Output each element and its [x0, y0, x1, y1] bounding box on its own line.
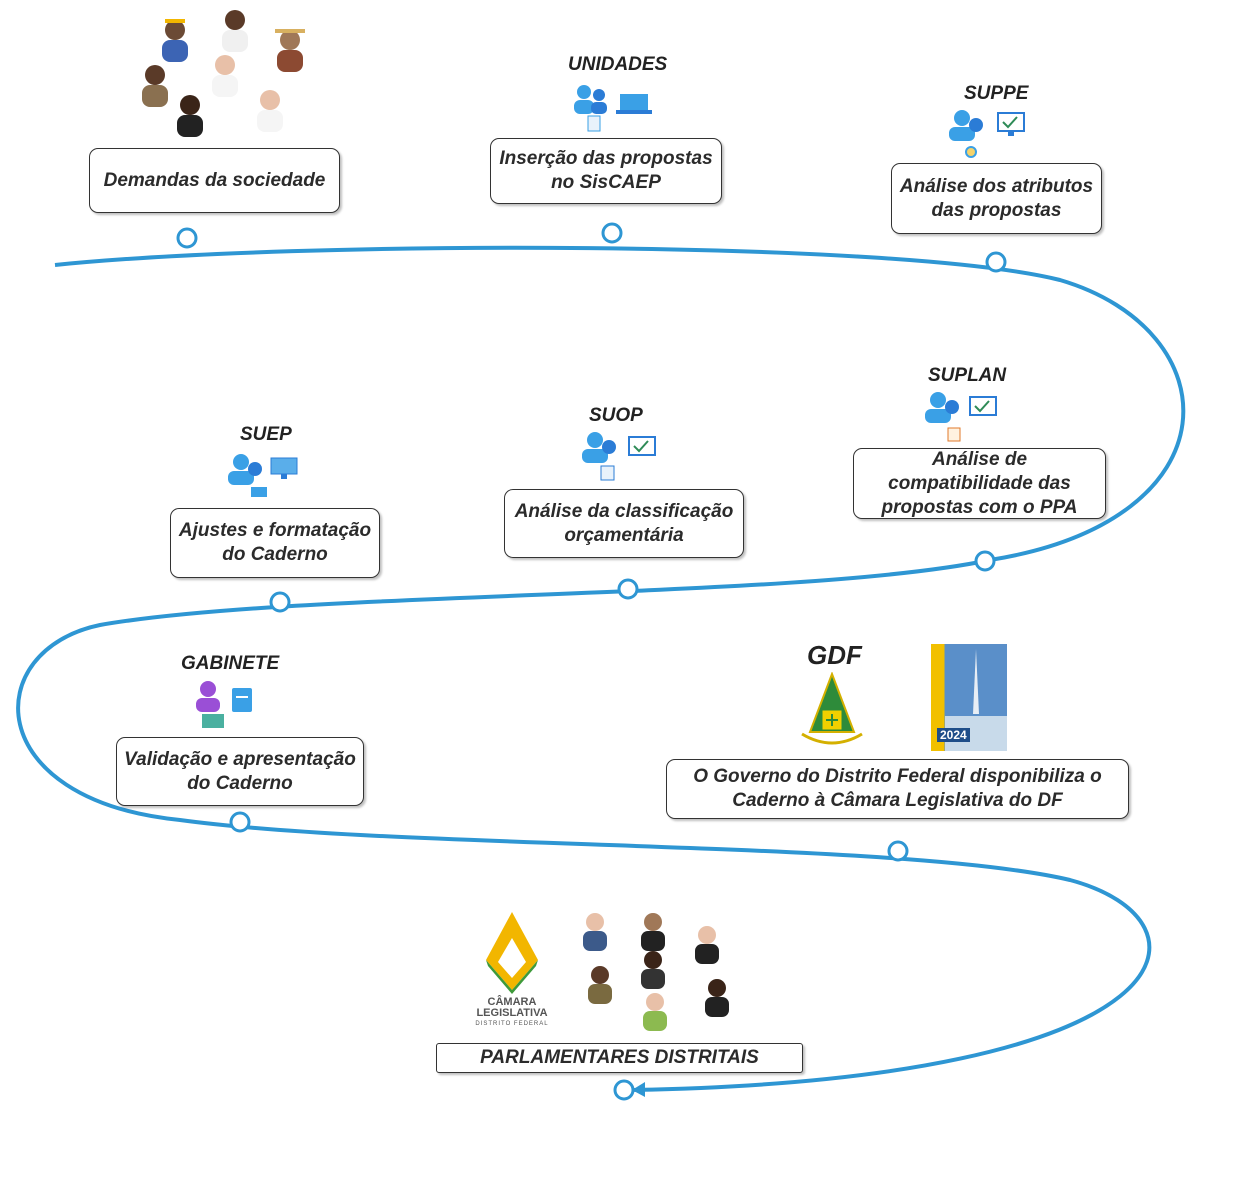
df-flag-emblem-icon: [801, 672, 863, 745]
step-suep: Ajustes e formatação do Caderno: [170, 508, 380, 578]
user-document-icon: [196, 681, 252, 728]
user-gear-computer-icon: [228, 454, 298, 497]
society-people-icon: [142, 10, 305, 137]
user-gear-monitor-icon-suplan: [925, 392, 997, 442]
unit-gabinete-label: GABINETE: [181, 653, 280, 674]
unit-suop-label: SUOP: [589, 405, 643, 426]
node-unidades: [601, 222, 623, 244]
node-gabinete: [229, 811, 251, 833]
camara-legislativa-logo: [486, 912, 538, 994]
node-suplan: [974, 550, 996, 572]
caderno-cover-icon: 2024: [931, 644, 1007, 751]
step-suppe: Análise dos atributos das propostas: [891, 163, 1102, 234]
step-parlamentares: PARLAMENTARES DISTRITAIS: [436, 1043, 803, 1073]
node-suppe: [985, 251, 1007, 273]
unit-suplan-label: SUPLAN: [928, 365, 1007, 386]
parlamentares-people-icon: [583, 913, 729, 1031]
user-gear-monitor-icon-suop: [582, 432, 656, 481]
step-demandas: Demandas da sociedade: [89, 148, 340, 213]
node-demandas: [176, 227, 198, 249]
node-gdf: [887, 840, 909, 862]
users-laptop-icon: [574, 85, 652, 132]
step-suop: Análise da classificação orçamentária: [504, 489, 744, 558]
node-suop: [617, 578, 639, 600]
caderno-year: 2024: [937, 728, 970, 742]
user-gear-monitor-icon: [949, 110, 1025, 158]
step-gabinete: Validação e apresentação do Caderno: [116, 737, 364, 806]
camara-legislativa-text: CÂMARA LEGISLATIVA DISTRITO FEDERAL: [475, 996, 549, 1028]
gdf-label: GDF: [807, 640, 862, 670]
unit-suep-label: SUEP: [240, 424, 292, 445]
step-gdf: O Governo do Distrito Federal disponibil…: [666, 759, 1129, 819]
unit-suppe-label: SUPPE: [964, 83, 1029, 104]
step-unidades: Inserção das propostas no SisCAEP: [490, 138, 722, 204]
step-suplan: Análise de compatibilidade das propostas…: [853, 448, 1106, 519]
node-parlamentares: [613, 1079, 635, 1101]
node-suep: [269, 591, 291, 613]
unit-unidades-label: UNIDADES: [568, 54, 668, 75]
